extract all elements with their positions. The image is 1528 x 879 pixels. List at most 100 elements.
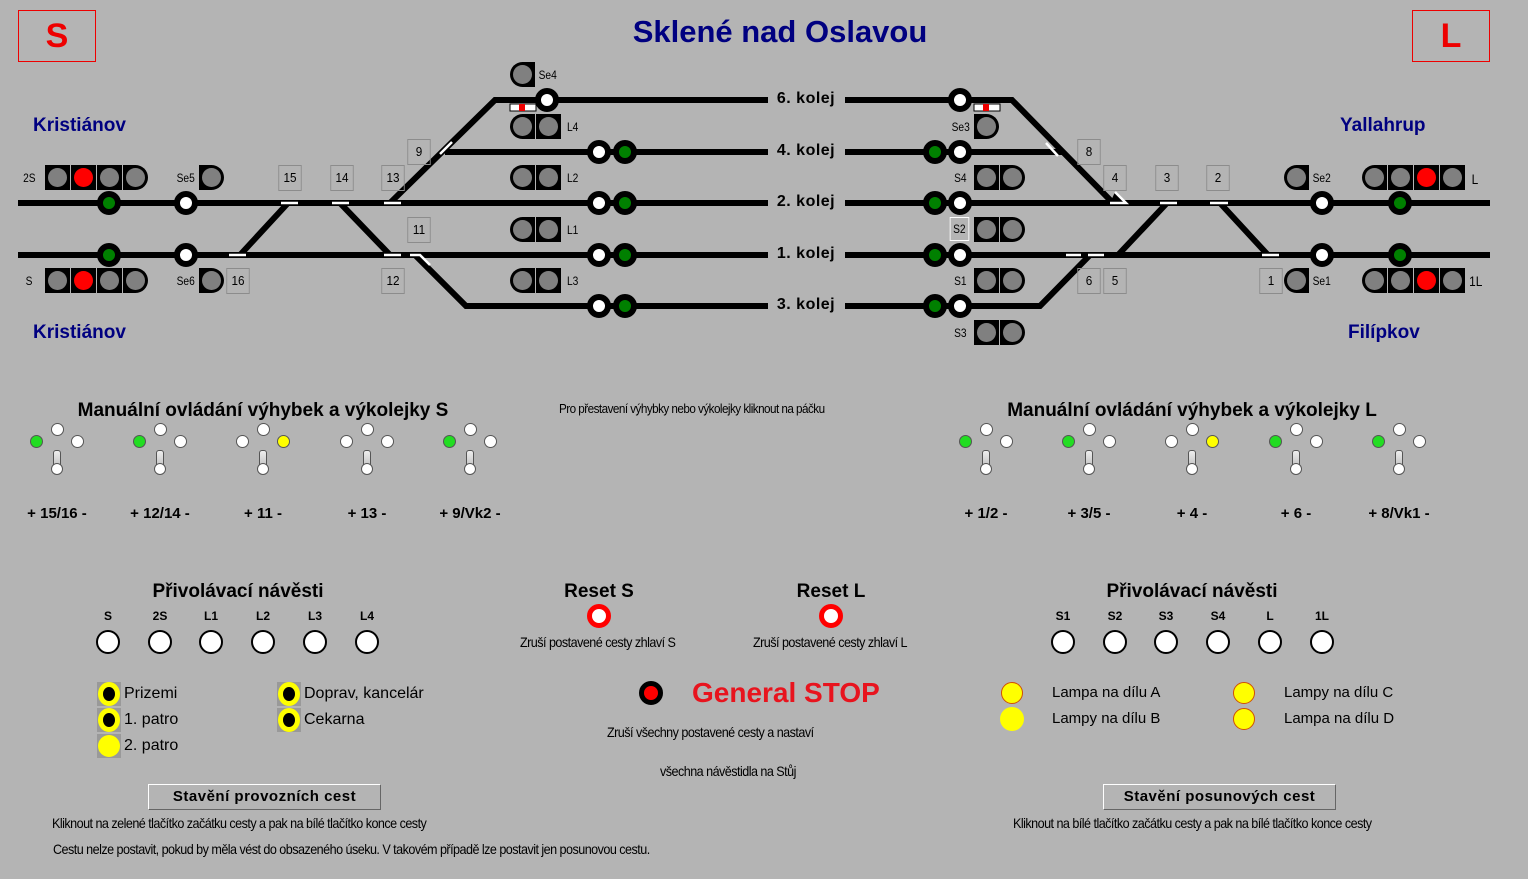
lever-knob[interactable] (1290, 463, 1302, 475)
route-button-white[interactable] (1310, 243, 1334, 267)
signal-se1[interactable] (1284, 268, 1310, 293)
lamp-indicator-icon[interactable] (1001, 682, 1023, 704)
calling-signal-button[interactable] (148, 630, 172, 654)
route-button-white[interactable] (587, 294, 611, 318)
route-button-green[interactable] (923, 140, 947, 164)
lever-knob[interactable] (1393, 463, 1405, 475)
reset-l-button[interactable] (819, 604, 843, 628)
corner-button-l[interactable]: L (1412, 10, 1490, 62)
switch-number-box[interactable]: 14 (330, 165, 354, 191)
switch-number-box[interactable]: 5 (1103, 268, 1127, 294)
signal-se2[interactable] (1284, 165, 1310, 190)
route-button-white[interactable] (587, 243, 611, 267)
lever-knob[interactable] (361, 463, 373, 475)
light-toggle-icon[interactable] (97, 708, 121, 732)
light-toggle-icon[interactable] (97, 682, 121, 706)
switch-number-box[interactable]: 3 (1155, 165, 1179, 191)
lever-knob[interactable] (1186, 463, 1198, 475)
lever-knob[interactable] (154, 463, 166, 475)
route-button-white[interactable] (948, 243, 972, 267)
switch-number-box[interactable]: 9 (407, 139, 431, 165)
signal-label: 2S (23, 171, 36, 185)
calling-l-title: Přivolávací návěsti (1106, 581, 1278, 602)
lever-knob[interactable] (51, 463, 63, 475)
switch-indicator-plus (959, 435, 972, 448)
signal-se3[interactable] (974, 114, 1000, 139)
train-route-button[interactable]: Stavění provozních cest (148, 784, 381, 810)
switch-number-box[interactable]: 2 (1206, 165, 1230, 191)
calling-signal-button[interactable] (96, 630, 120, 654)
route-button-white[interactable] (174, 243, 198, 267)
signal-se6[interactable] (199, 268, 225, 293)
route-button-white[interactable] (587, 140, 611, 164)
route-button-white[interactable] (535, 88, 559, 112)
route-button-white[interactable] (1310, 191, 1334, 215)
calling-signal-button[interactable] (1051, 630, 1075, 654)
signal-s3[interactable] (974, 320, 1026, 345)
derailer-vk1-mark (983, 104, 989, 111)
lever-knob[interactable] (1083, 463, 1095, 475)
route-button-green[interactable] (923, 191, 947, 215)
switch-number-box[interactable]: 1 (1259, 268, 1283, 294)
lamp-indicator-icon[interactable] (1000, 707, 1024, 731)
signal-1l[interactable] (1362, 268, 1466, 293)
lamp-indicator-icon[interactable] (1233, 682, 1255, 704)
signal-l2[interactable] (510, 165, 562, 190)
switch-number-box[interactable]: 6 (1077, 268, 1101, 294)
light-toggle-icon[interactable] (97, 734, 121, 758)
general-stop-button[interactable] (639, 681, 663, 705)
signal-2s[interactable] (45, 165, 149, 190)
route-button-green[interactable] (613, 140, 637, 164)
signal-l3[interactable] (510, 268, 562, 293)
calling-signal-button[interactable] (1258, 630, 1282, 654)
calling-signal-button[interactable] (199, 630, 223, 654)
lever-knob[interactable] (464, 463, 476, 475)
light-toggle-icon[interactable] (277, 708, 301, 732)
signal-s[interactable] (45, 268, 149, 293)
lever-knob[interactable] (980, 463, 992, 475)
shunt-route-button[interactable]: Stavění posunových cest (1103, 784, 1336, 810)
switch-number-box[interactable]: 13 (381, 165, 405, 191)
route-button-white[interactable] (948, 140, 972, 164)
calling-signal-button[interactable] (1103, 630, 1127, 654)
route-button-green[interactable] (1388, 191, 1412, 215)
switch-number-box[interactable]: 16 (226, 268, 250, 294)
calling-signal-button[interactable] (1154, 630, 1178, 654)
signal-s4[interactable] (974, 165, 1026, 190)
calling-signal-button[interactable] (1310, 630, 1334, 654)
calling-signal-button[interactable] (355, 630, 379, 654)
route-button-green[interactable] (1388, 243, 1412, 267)
reset-s-button[interactable] (587, 604, 611, 628)
route-button-green[interactable] (97, 243, 121, 267)
route-button-green[interactable] (613, 243, 637, 267)
corner-button-s[interactable]: S (18, 10, 96, 62)
switch-number-box[interactable]: 11 (407, 217, 431, 243)
route-button-green[interactable] (923, 243, 947, 267)
route-button-white[interactable] (174, 191, 198, 215)
route-button-white[interactable] (948, 88, 972, 112)
calling-signal-button[interactable] (1206, 630, 1230, 654)
calling-signal-button[interactable] (251, 630, 275, 654)
light-toggle-icon[interactable] (277, 682, 301, 706)
signal-l4[interactable] (510, 114, 562, 139)
switch-number-box[interactable]: 12 (381, 268, 405, 294)
switch-number-box[interactable]: 15 (278, 165, 302, 191)
lamp-indicator-icon[interactable] (1233, 708, 1255, 730)
lever-knob[interactable] (257, 463, 269, 475)
route-button-green[interactable] (613, 191, 637, 215)
signal-se4[interactable] (510, 62, 536, 87)
calling-signal-button[interactable] (303, 630, 327, 654)
route-button-white[interactable] (948, 294, 972, 318)
signal-s2[interactable] (974, 217, 1026, 242)
switch-number-box[interactable]: 8 (1077, 139, 1101, 165)
signal-l1[interactable] (510, 217, 562, 242)
signal-l[interactable] (1362, 165, 1466, 190)
route-button-green[interactable] (97, 191, 121, 215)
signal-se5[interactable] (199, 165, 225, 190)
route-button-white[interactable] (948, 191, 972, 215)
route-button-white[interactable] (587, 191, 611, 215)
signal-s1[interactable] (974, 268, 1026, 293)
switch-number-box[interactable]: 4 (1103, 165, 1127, 191)
route-button-green[interactable] (613, 294, 637, 318)
route-button-green[interactable] (923, 294, 947, 318)
